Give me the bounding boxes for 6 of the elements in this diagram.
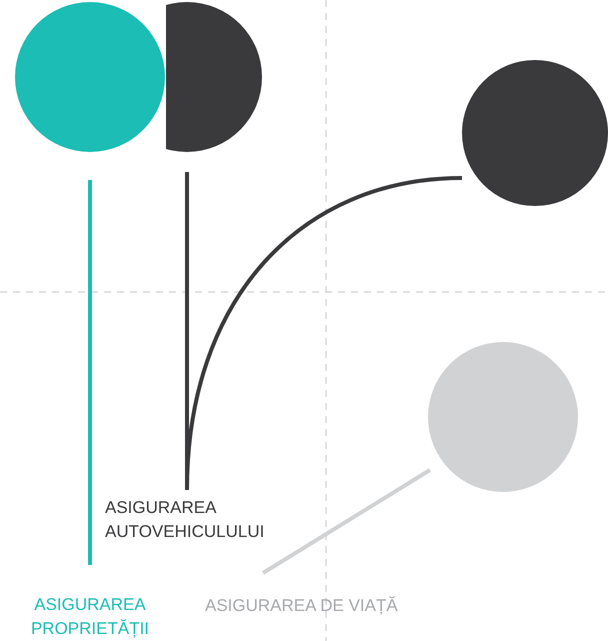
- category-label: ASIGURAREA DE VIAȚĂ: [205, 595, 399, 617]
- leader-line: [185, 176, 462, 490]
- leader-line: [88, 180, 92, 565]
- leader-line: [262, 468, 432, 575]
- category-label: ASIGURAREA AUTOVEHICULULUI: [105, 497, 266, 543]
- category-label: ASIGURAREA PROPRIETĂȚII: [30, 594, 150, 640]
